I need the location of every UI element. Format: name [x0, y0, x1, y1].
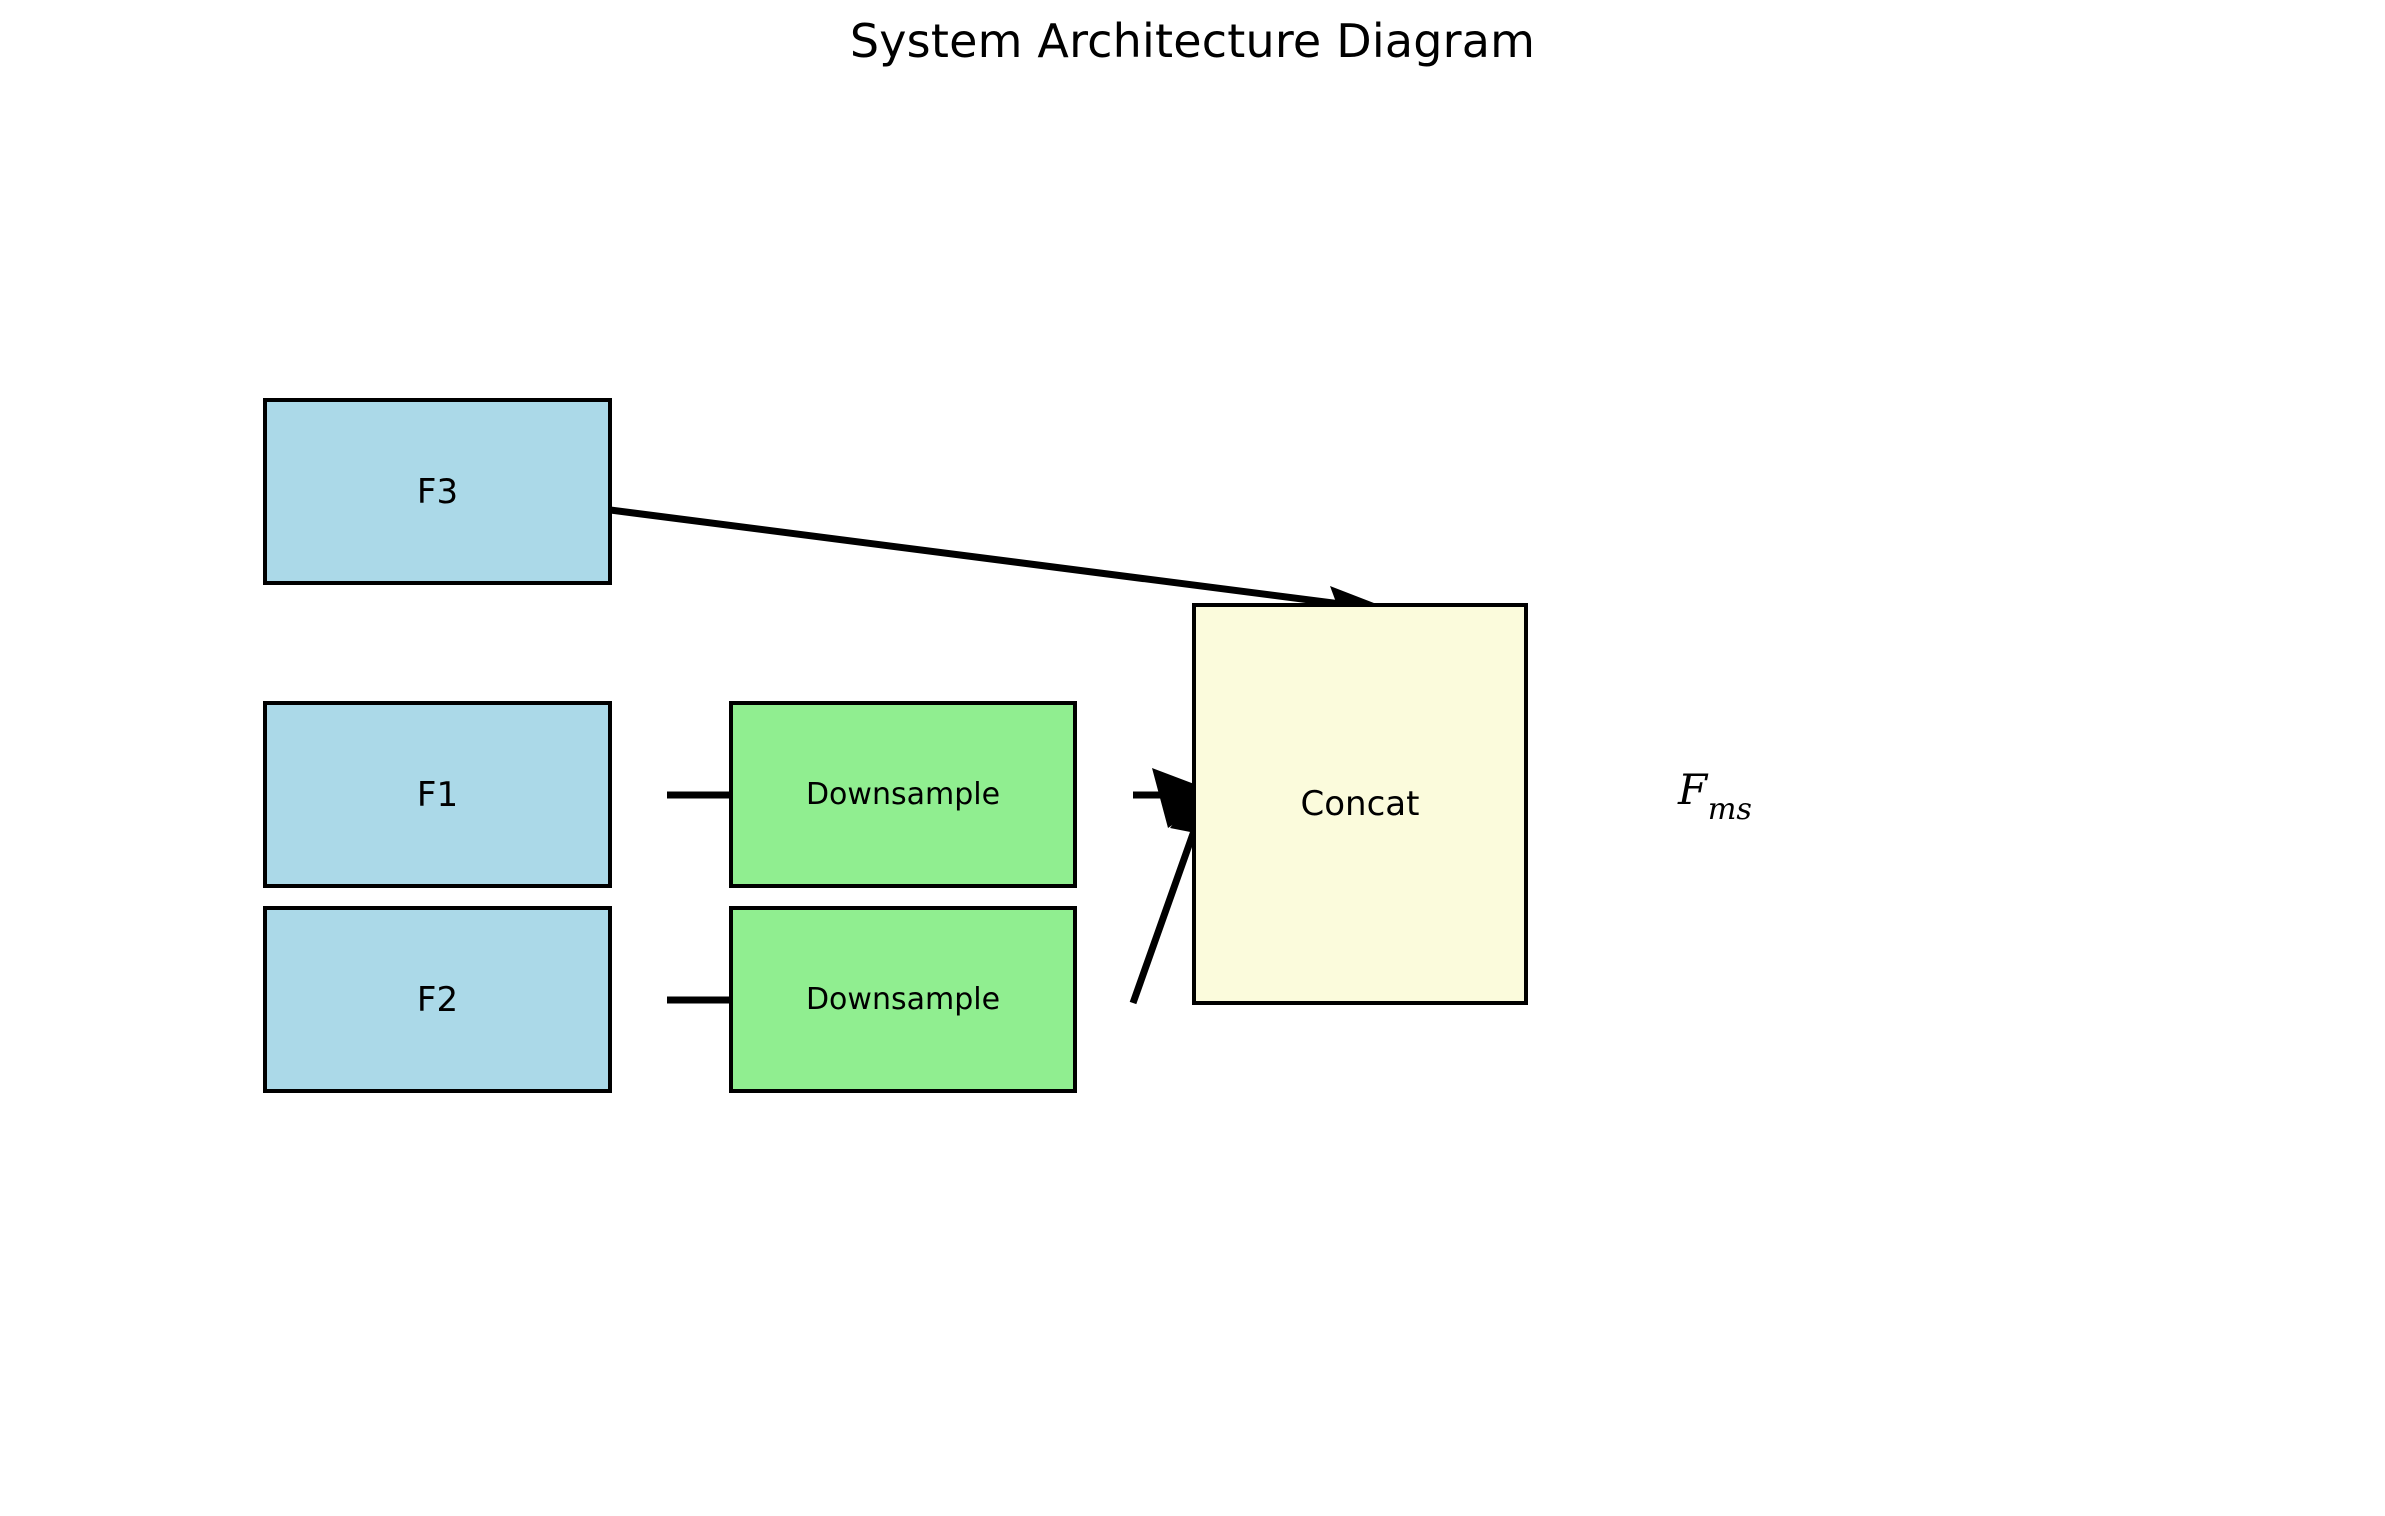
node-f1-label: F1	[416, 774, 459, 815]
node-downsample-1-label: Downsample	[805, 776, 1001, 812]
node-downsample-1[interactable]: Downsample	[729, 701, 1077, 888]
node-f1[interactable]: F1	[263, 701, 612, 888]
node-f3[interactable]: F3	[263, 398, 612, 585]
node-downsample-2[interactable]: Downsample	[729, 906, 1077, 1093]
annotation-fms: Fms	[1678, 765, 1752, 827]
node-f3-label: F3	[416, 471, 459, 512]
node-downsample-2-label: Downsample	[805, 981, 1001, 1017]
node-f2-label: F2	[416, 979, 459, 1020]
node-concat-label: Concat	[1300, 784, 1420, 824]
node-concat[interactable]: Concat	[1192, 603, 1528, 1005]
node-f2[interactable]: F2	[263, 906, 612, 1093]
annotation-fms-base: F	[1678, 765, 1708, 814]
page-title: System Architecture Diagram	[849, 14, 1536, 68]
edge-downsample-1-to-concat	[1133, 768, 1218, 828]
annotation-fms-subscript: ms	[1707, 791, 1752, 827]
